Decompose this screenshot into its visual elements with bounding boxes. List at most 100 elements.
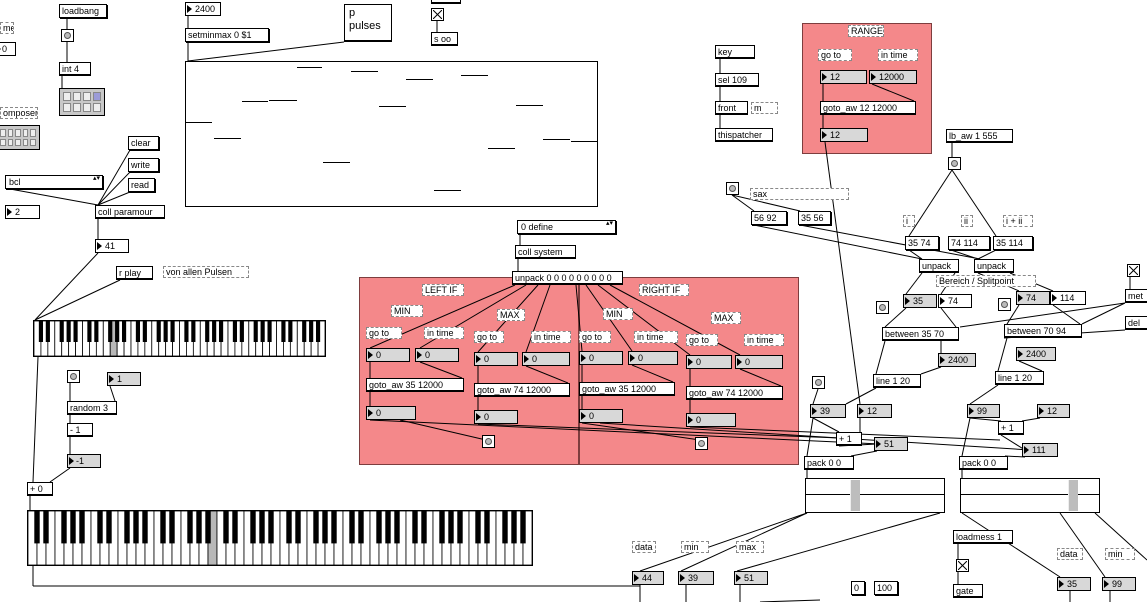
black-key[interactable] bbox=[239, 321, 244, 342]
p-pulses-object[interactable]: p pulses bbox=[344, 4, 392, 42]
black-key[interactable] bbox=[79, 511, 85, 544]
black-key[interactable] bbox=[73, 321, 78, 342]
range-slider-a[interactable] bbox=[805, 478, 945, 513]
black-key[interactable] bbox=[322, 511, 328, 544]
black-key[interactable] bbox=[281, 321, 286, 342]
right-out-number-1[interactable]: 0 bbox=[579, 409, 623, 423]
black-key[interactable] bbox=[232, 511, 238, 544]
coll-system-object[interactable]: coll system bbox=[515, 245, 576, 259]
plus-0-object[interactable]: + 0 bbox=[27, 482, 53, 496]
right-time-number-1[interactable]: 0 bbox=[628, 351, 678, 365]
plus-1-b[interactable]: + 1 bbox=[998, 421, 1024, 435]
metro-object-fragment[interactable]: met bbox=[1125, 289, 1147, 303]
num-12-a[interactable]: 12 bbox=[857, 404, 892, 418]
unpack-b[interactable]: unpack bbox=[974, 259, 1014, 273]
num-2400-a[interactable]: 2400 bbox=[938, 353, 976, 367]
black-key[interactable] bbox=[313, 511, 319, 544]
pack-bang[interactable] bbox=[812, 376, 825, 389]
front-object[interactable]: front bbox=[715, 101, 748, 115]
int-object[interactable]: int 4 bbox=[59, 62, 91, 76]
black-key[interactable] bbox=[184, 321, 189, 342]
plus-1-a[interactable]: + 1 bbox=[836, 432, 862, 446]
left-out-number-1[interactable]: 0 bbox=[366, 406, 416, 420]
black-key[interactable] bbox=[115, 321, 120, 342]
lb-aw-bang[interactable] bbox=[948, 157, 961, 170]
black-key[interactable] bbox=[121, 321, 127, 342]
black-key[interactable] bbox=[302, 321, 307, 342]
black-key[interactable] bbox=[160, 511, 166, 544]
right-goto-aw-74[interactable]: goto_aw 74 12000 bbox=[686, 386, 783, 400]
number-41[interactable]: 41 bbox=[95, 239, 129, 253]
number-1[interactable]: 1 bbox=[107, 372, 141, 386]
line-1-20-b[interactable]: line 1 20 bbox=[995, 371, 1044, 385]
write-message[interactable]: write bbox=[128, 158, 159, 172]
black-key[interactable] bbox=[315, 321, 321, 342]
black-key[interactable] bbox=[196, 511, 202, 544]
large-keyboard[interactable] bbox=[27, 510, 533, 566]
between-bang-2[interactable] bbox=[998, 298, 1011, 311]
s-oo-object[interactable]: s oo bbox=[431, 32, 458, 46]
setminmax-message[interactable]: setminmax 0 $1 bbox=[185, 28, 269, 42]
black-key[interactable] bbox=[309, 321, 314, 342]
between-70-94[interactable]: between 70 94 bbox=[1004, 324, 1082, 338]
num-12-b[interactable]: 12 bbox=[1037, 404, 1070, 418]
unpack-object[interactable]: unpack 0 0 0 0 0 0 0 0 0 bbox=[512, 271, 623, 285]
left-goto-aw-35[interactable]: goto_aw 35 12000 bbox=[366, 378, 464, 392]
left-goto-number-1[interactable]: 0 bbox=[366, 348, 410, 362]
black-key[interactable] bbox=[59, 321, 64, 342]
left-time-number-1[interactable]: 0 bbox=[415, 348, 459, 362]
gate-object[interactable]: gate bbox=[953, 584, 983, 598]
sax-bang[interactable] bbox=[726, 182, 739, 195]
black-key[interactable] bbox=[267, 321, 272, 342]
black-key[interactable] bbox=[97, 511, 103, 544]
right-goto-number-1[interactable]: 0 bbox=[579, 351, 623, 365]
range-out-number[interactable]: 12 bbox=[820, 128, 868, 142]
read-message[interactable]: read bbox=[128, 178, 155, 192]
lb-aw-object[interactable]: lb_aw 1 555 bbox=[946, 129, 1013, 143]
num-51[interactable]: 51 bbox=[874, 437, 908, 451]
matrixctrl-2[interactable] bbox=[0, 125, 40, 150]
black-key[interactable] bbox=[457, 511, 463, 544]
black-key[interactable] bbox=[412, 511, 418, 544]
black-key[interactable] bbox=[520, 511, 526, 544]
black-key[interactable] bbox=[439, 511, 445, 544]
msg-74-114[interactable]: 74 114 bbox=[948, 236, 990, 250]
black-key[interactable] bbox=[156, 321, 161, 342]
sel-109-object[interactable]: sel 109 bbox=[715, 73, 759, 87]
black-key[interactable] bbox=[66, 321, 71, 342]
black-key[interactable] bbox=[205, 511, 211, 544]
between-bang-1[interactable] bbox=[876, 301, 889, 314]
black-key[interactable] bbox=[187, 511, 193, 544]
unpack-a[interactable]: unpack bbox=[919, 259, 959, 273]
left-time-number-2[interactable]: 0 bbox=[522, 352, 570, 366]
black-key[interactable] bbox=[205, 321, 210, 342]
gate-toggle[interactable] bbox=[956, 559, 969, 572]
right-toggle[interactable] bbox=[1127, 264, 1140, 277]
black-key[interactable] bbox=[223, 511, 229, 544]
black-key[interactable] bbox=[106, 511, 112, 544]
num-35-b[interactable]: 35 bbox=[1057, 577, 1091, 591]
black-key[interactable] bbox=[169, 511, 175, 544]
black-key[interactable] bbox=[212, 321, 217, 342]
black-key[interactable] bbox=[163, 321, 168, 342]
black-key[interactable] bbox=[295, 511, 301, 544]
black-key[interactable] bbox=[108, 321, 113, 342]
black-key[interactable] bbox=[142, 321, 147, 342]
black-key[interactable] bbox=[94, 321, 99, 342]
black-key[interactable] bbox=[124, 511, 130, 544]
black-key[interactable] bbox=[70, 511, 76, 544]
black-key[interactable] bbox=[135, 321, 141, 342]
black-key[interactable] bbox=[43, 511, 49, 544]
r-play-object[interactable]: r play bbox=[116, 266, 153, 280]
black-key[interactable] bbox=[87, 321, 92, 342]
number-neg1[interactable]: -1 bbox=[67, 454, 101, 468]
between-35-70[interactable]: between 35 70 bbox=[882, 327, 959, 341]
num-114[interactable]: 114 bbox=[1050, 291, 1086, 305]
msg-35-56[interactable]: 35 56 bbox=[798, 211, 831, 225]
zero-number-box[interactable]: 0 bbox=[0, 42, 16, 56]
small-keyboard[interactable] bbox=[33, 320, 326, 357]
range-goto-number[interactable]: 12 bbox=[820, 70, 867, 84]
left-if-bang[interactable] bbox=[482, 435, 495, 448]
num-99-b[interactable]: 99 bbox=[1102, 577, 1136, 591]
